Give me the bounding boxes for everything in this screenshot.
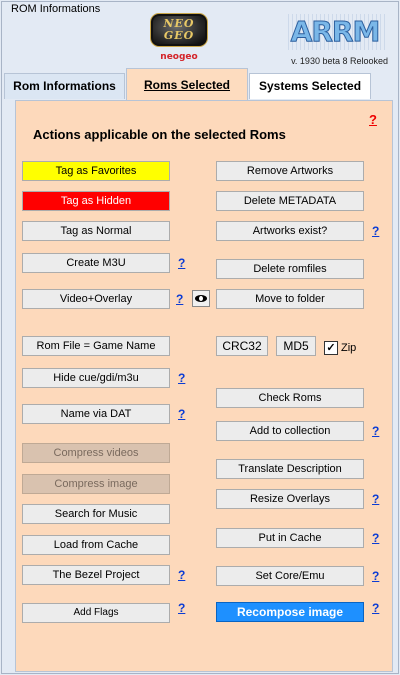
- compress-image-button[interactable]: Compress image: [22, 474, 170, 494]
- tab-rom-informations[interactable]: Rom Informations: [4, 73, 125, 99]
- arrm-logo: ARRM: [285, 14, 385, 50]
- help-add-collection[interactable]: ?: [372, 424, 380, 438]
- tab-systems-selected[interactable]: Systems Selected: [249, 73, 371, 99]
- group-title: ROM Informations: [11, 3, 101, 15]
- help-hide-cue[interactable]: ?: [178, 371, 186, 385]
- help-artworks-exist[interactable]: ?: [372, 224, 380, 238]
- tab-roms-selected[interactable]: Roms Selected: [126, 68, 248, 100]
- md5-button[interactable]: MD5: [276, 336, 316, 356]
- hide-cue-button[interactable]: Hide cue/gdi/m3u: [22, 368, 170, 388]
- delete-metadata-button[interactable]: Delete METADATA: [216, 191, 364, 211]
- version-label: v. 1930 beta 8 Relooked: [291, 56, 388, 66]
- tab-bar: Rom Informations Roms Selected Systems S…: [4, 68, 394, 100]
- help-name-via-dat[interactable]: ?: [178, 407, 186, 421]
- eye-icon: [195, 295, 207, 302]
- add-flags-button[interactable]: Add Flags: [22, 603, 170, 623]
- zip-checkbox[interactable]: ✓: [324, 341, 338, 355]
- bezel-project-button[interactable]: The Bezel Project: [22, 565, 170, 585]
- help-add-flags[interactable]: ?: [178, 601, 186, 615]
- neogeo-logo: NEO GEO: [150, 13, 208, 47]
- search-music-button[interactable]: Search for Music: [22, 504, 170, 524]
- recompose-image-button[interactable]: Recompose image: [216, 602, 364, 622]
- artworks-exist-button[interactable]: Artworks exist?: [216, 221, 364, 241]
- check-roms-button[interactable]: Check Roms: [216, 388, 364, 408]
- system-caption: neogeo: [160, 52, 198, 62]
- load-cache-button[interactable]: Load from Cache: [22, 535, 170, 555]
- help-set-core[interactable]: ?: [372, 569, 380, 583]
- preview-eye-button[interactable]: [192, 290, 210, 307]
- tag-normal-button[interactable]: Tag as Normal: [22, 221, 170, 241]
- help-red-link[interactable]: ?: [369, 112, 377, 127]
- remove-artworks-button[interactable]: Remove Artworks: [216, 161, 364, 181]
- help-video-overlay[interactable]: ?: [176, 292, 184, 306]
- put-cache-button[interactable]: Put in Cache: [216, 528, 364, 548]
- name-via-dat-button[interactable]: Name via DAT: [22, 404, 170, 424]
- translate-description-button[interactable]: Translate Description: [216, 459, 364, 479]
- help-create-m3u[interactable]: ?: [178, 256, 186, 270]
- logo-text-top: NEO: [163, 17, 195, 30]
- rom-file-game-name-button[interactable]: Rom File = Game Name: [22, 336, 170, 356]
- tag-favorites-button[interactable]: Tag as Favorites: [22, 161, 170, 181]
- move-to-folder-button[interactable]: Move to folder: [216, 289, 364, 309]
- help-bezel-project[interactable]: ?: [178, 568, 186, 582]
- video-overlay-button[interactable]: Video+Overlay: [22, 289, 170, 309]
- delete-romfiles-button[interactable]: Delete romfiles: [216, 259, 364, 279]
- zip-label: Zip: [341, 342, 357, 354]
- crc32-button[interactable]: CRC32: [216, 336, 268, 356]
- set-core-button[interactable]: Set Core/Emu: [216, 566, 364, 586]
- create-m3u-button[interactable]: Create M3U: [22, 253, 170, 273]
- resize-overlays-button[interactable]: Resize Overlays: [216, 489, 364, 509]
- help-resize-overlays[interactable]: ?: [372, 492, 380, 506]
- add-collection-button[interactable]: Add to collection: [216, 421, 364, 441]
- compress-videos-button[interactable]: Compress videos: [22, 443, 170, 463]
- help-put-cache[interactable]: ?: [372, 531, 380, 545]
- help-recompose-image[interactable]: ?: [372, 601, 380, 615]
- panel-heading: Actions applicable on the selected Roms: [33, 127, 286, 142]
- tag-hidden-button[interactable]: Tag as Hidden: [22, 191, 170, 211]
- logo-text-bottom: GEO: [163, 29, 195, 42]
